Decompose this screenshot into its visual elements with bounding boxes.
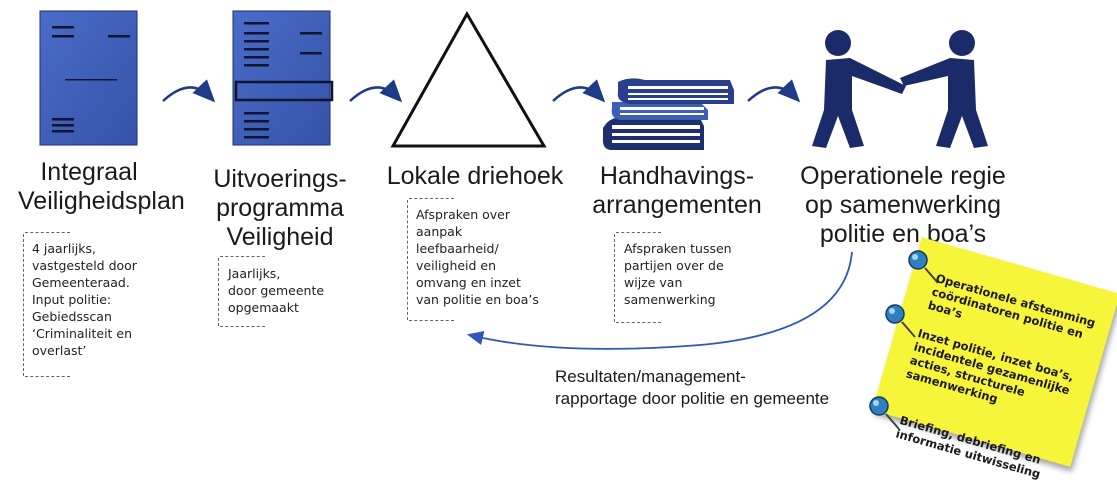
feedback-label-line: rapportage door politie en gemeente — [555, 389, 830, 408]
feedback-label-line: Resultaten/management- — [555, 367, 746, 386]
stage-title-line: Integraal — [40, 158, 138, 186]
stage-note: Jaarlijks, door gemeente opgemaakt — [228, 265, 324, 316]
note-line: leefbaarheid/ — [416, 241, 499, 256]
note-line: Gebiedsscan — [32, 309, 112, 324]
note-bracket — [220, 256, 265, 257]
feedback-label: Resultaten/management- rapportage door p… — [555, 366, 829, 410]
stage-note: Afspraken tussen partijen over de wijze … — [624, 240, 732, 308]
note-line: Afspraken tussen — [624, 241, 732, 256]
note-line: Afspraken over — [416, 207, 511, 222]
stage-title-line: Operationele regie — [800, 162, 1006, 190]
note-line: Jaarlijks, — [228, 266, 281, 281]
note-line: door gemeente — [228, 283, 325, 298]
stage-title-line: op samenwerking — [805, 191, 1001, 219]
note-line: partijen over de — [624, 258, 724, 273]
stage-title-line: Uitvoerings- — [213, 165, 347, 193]
stage-title-line: programma — [216, 194, 344, 222]
stage-title-line: Lokale driehoek — [386, 162, 564, 190]
arrow-icon — [747, 79, 801, 103]
stage-note: 4 jaarlijks, vastgesteld door Gemeentera… — [32, 240, 137, 359]
stage-title-line: politie en boa’s — [819, 220, 987, 248]
note-line: aanpak — [416, 224, 463, 239]
note-bracket — [616, 322, 661, 323]
triangle-icon — [390, 10, 547, 148]
note-line: 4 jaarlijks, — [32, 241, 97, 256]
note-bracket — [23, 234, 24, 376]
note-line: overlast’ — [32, 343, 87, 358]
note-line: vastgesteld door — [32, 258, 137, 273]
program-document-icon — [232, 10, 334, 146]
stage-title-line: arrangementen — [592, 191, 762, 219]
stage-title-line: Handhavings- — [599, 162, 755, 190]
note-bracket — [409, 198, 454, 199]
note-line: wijze van — [624, 275, 683, 290]
note-line: Input politie: — [32, 292, 112, 307]
feedback-arrow-icon — [466, 251, 853, 350]
handshake-figures-icon — [812, 30, 988, 148]
note-bracket — [25, 376, 70, 377]
document-icon — [39, 10, 138, 146]
arrow-icon — [552, 79, 606, 103]
stage-note: Afspraken over aanpak leefbaarheid/ veil… — [416, 206, 539, 308]
note-line: omvang en inzet — [416, 275, 521, 290]
note-bracket — [25, 232, 70, 233]
note-bracket — [218, 258, 219, 326]
note-bracket — [614, 234, 615, 322]
note-bracket — [407, 200, 408, 320]
note-line: samenwerking — [624, 292, 716, 307]
stage-title-line: Veiligheidsplan — [18, 187, 185, 215]
note-line: veiligheid en — [416, 258, 497, 273]
note-line: Gemeenteraad. — [32, 275, 130, 290]
note-line: ‘Criminaliteit en — [32, 326, 133, 341]
note-bracket — [409, 320, 454, 321]
stage-title: Uitvoerings- programma Veiligheid — [205, 165, 355, 252]
stage-title-line: Veiligheid — [226, 223, 334, 251]
note-line: opgemaakt — [228, 300, 299, 315]
stage-title: Lokale driehoek — [385, 162, 565, 191]
stage-title: Operationele regie op samenwerking polit… — [793, 162, 1013, 249]
note-bracket — [616, 232, 661, 233]
stage-title: Handhavings- arrangementen — [592, 162, 762, 220]
arrow-icon — [349, 79, 403, 103]
note-bracket — [220, 326, 265, 327]
arrow-icon — [162, 79, 216, 103]
stage-title: Integraal Veiligheidsplan — [18, 158, 185, 216]
note-line: van politie en boa’s — [416, 292, 539, 307]
books-icon — [602, 78, 734, 150]
